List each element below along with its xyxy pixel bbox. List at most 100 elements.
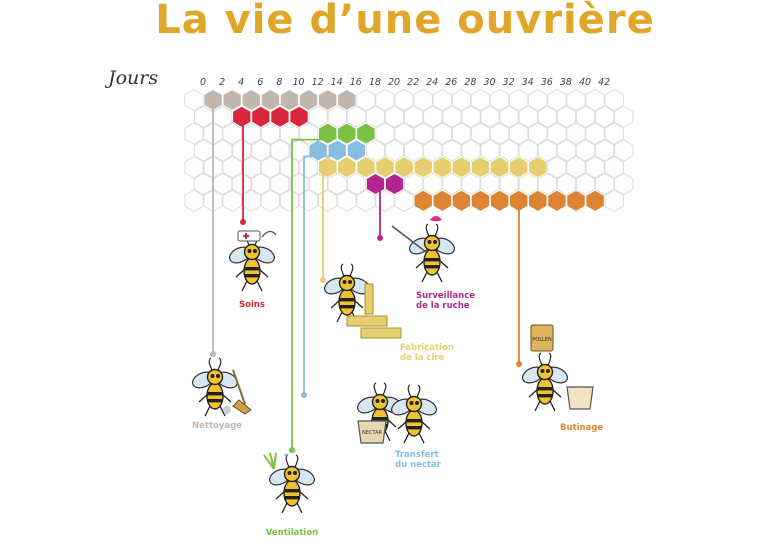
- hex-transfert: [346, 139, 366, 162]
- hex-empty: [423, 172, 443, 196]
- bee-icon: [269, 454, 315, 514]
- hex-empty: [241, 189, 261, 212]
- hex-empty: [222, 122, 242, 145]
- hex-empty: [213, 139, 233, 162]
- label-nettoyage: Nettoyage: [192, 421, 242, 431]
- nurse-cap-icon: [237, 230, 277, 242]
- label-fabrication: Fabrication: [400, 343, 454, 353]
- hex-fabrication: [528, 156, 548, 179]
- hex-empty: [404, 172, 424, 196]
- leader-dot-fabrication: [320, 277, 326, 283]
- hex-empty: [222, 156, 242, 179]
- honeycomb-grid: [184, 88, 634, 212]
- hex-empty: [537, 105, 557, 128]
- axis-label-jours: Jours: [104, 67, 158, 89]
- hex-empty: [356, 88, 376, 112]
- label-transfert: du nectar: [395, 460, 442, 470]
- hex-empty: [251, 139, 271, 162]
- hex-soins: [289, 105, 309, 128]
- nectar-label: NECTAR: [362, 430, 382, 436]
- hex-empty: [308, 105, 328, 128]
- tick-label: 4: [238, 77, 244, 88]
- hex-empty: [308, 172, 328, 196]
- hex-transfert: [308, 139, 328, 162]
- hex-empty: [604, 88, 624, 112]
- hex-nettoyage: [203, 88, 223, 112]
- hex-empty: [270, 172, 290, 196]
- wax-comb-icon: [346, 283, 402, 339]
- bee-icon: [229, 232, 275, 292]
- hex-nettoyage: [337, 88, 357, 112]
- hex-nettoyage: [260, 88, 281, 112]
- hex-empty: [509, 88, 529, 112]
- hex-empty: [604, 156, 624, 179]
- hex-empty: [442, 105, 462, 128]
- hex-empty: [451, 88, 472, 112]
- hex-empty: [318, 189, 338, 212]
- hex-empty: [346, 172, 366, 196]
- hex-empty: [614, 105, 634, 128]
- hex-empty: [184, 189, 204, 212]
- tick-label: 28: [464, 77, 476, 88]
- hex-butinage: [470, 189, 491, 212]
- leader-ventilation: [291, 138, 322, 450]
- hex-empty: [556, 105, 577, 128]
- hex-fabrication: [451, 156, 472, 179]
- hex-butinage: [585, 189, 605, 212]
- hex-empty: [413, 88, 433, 112]
- hex-empty: [193, 172, 214, 196]
- hex-butinage: [413, 189, 433, 212]
- hex-empty: [547, 122, 567, 145]
- tick-label: 8: [276, 77, 282, 88]
- tick-label: 38: [560, 77, 572, 88]
- hex-ventilation: [337, 122, 357, 145]
- hex-empty: [575, 139, 596, 162]
- hex-nettoyage: [298, 88, 319, 112]
- hex-empty: [251, 172, 271, 196]
- hex-soins: [232, 105, 252, 128]
- hex-empty: [595, 139, 615, 162]
- tick-label: 36: [541, 77, 553, 88]
- bee-icon: [324, 263, 370, 323]
- nectar-bucket-icon: NECTAR: [357, 420, 387, 444]
- hex-empty: [213, 172, 233, 196]
- fan-icon: [263, 449, 296, 470]
- hex-empty: [547, 88, 567, 112]
- hex-empty: [232, 172, 252, 196]
- hex-empty: [213, 105, 233, 128]
- hex-empty: [480, 172, 500, 196]
- hex-empty: [566, 156, 586, 179]
- hex-empty: [404, 139, 424, 162]
- tick-label: 6: [257, 77, 263, 88]
- hex-empty: [423, 105, 443, 128]
- hex-fabrication: [509, 156, 529, 179]
- tick-label: 42: [598, 77, 610, 88]
- hex-fabrication: [489, 156, 510, 179]
- hex-empty: [566, 88, 586, 112]
- tick-label: 24: [426, 77, 438, 88]
- label-ventilation: Ventilation: [266, 528, 318, 538]
- label-surveillance: Surveillance: [416, 291, 475, 301]
- tick-label: 32: [503, 77, 515, 88]
- hex-empty: [499, 172, 519, 196]
- hex-empty: [222, 189, 242, 212]
- hex-empty: [585, 88, 605, 112]
- hex-nettoyage: [222, 88, 242, 112]
- hex-empty: [413, 122, 433, 145]
- hex-empty: [489, 88, 510, 112]
- hex-transfert: [327, 139, 347, 162]
- hex-empty: [356, 189, 376, 212]
- hex-empty: [451, 122, 472, 145]
- tick-label: 22: [407, 77, 419, 88]
- hex-empty: [575, 105, 596, 128]
- label-butinage: Butinage: [560, 423, 603, 433]
- hex-empty: [604, 189, 624, 212]
- hex-empty: [432, 122, 452, 145]
- tick-label: 18: [369, 77, 381, 88]
- hex-fabrication: [394, 156, 414, 179]
- leader-transfert: [303, 155, 330, 395]
- hex-empty: [499, 139, 519, 162]
